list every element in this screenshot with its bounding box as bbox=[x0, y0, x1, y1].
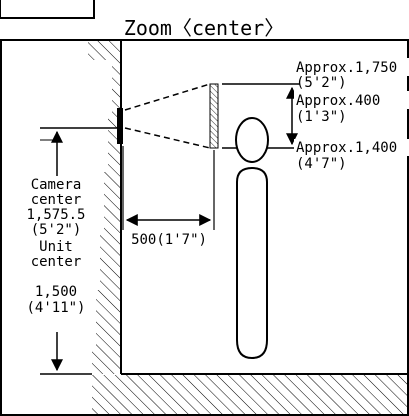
person-head bbox=[235, 117, 269, 163]
floor-hatching bbox=[92, 375, 408, 415]
camera-unit bbox=[117, 108, 123, 144]
label-distance: 500(1'7") bbox=[131, 232, 207, 248]
label-unit-center-imperial: (4'11") bbox=[26, 300, 85, 316]
title-tab bbox=[0, 0, 95, 19]
label-camera-center-imperial: (5'2") bbox=[31, 222, 82, 238]
label-unit-center-value: 1,500 bbox=[35, 284, 77, 300]
view-line-top bbox=[124, 83, 211, 111]
label-approx-400-imperial: (1'3") bbox=[296, 109, 347, 125]
target-plane bbox=[209, 83, 219, 149]
label-approx-1400-imperial: (4'7") bbox=[296, 156, 347, 172]
view-line-bottom bbox=[124, 127, 211, 149]
label-approx-400: Approx.400 bbox=[296, 93, 380, 109]
label-camera: Camera bbox=[31, 177, 82, 193]
label-camera-center: center bbox=[31, 192, 82, 208]
label-unit-center: center bbox=[31, 254, 82, 270]
label-approx-1400: Approx.1,400 bbox=[296, 140, 397, 156]
label-approx-1750-imperial: (5'2") bbox=[296, 75, 347, 91]
label-unit: Unit bbox=[39, 239, 73, 255]
wall-hatching bbox=[88, 40, 121, 374]
person-body bbox=[236, 166, 268, 360]
wall-face bbox=[88, 62, 104, 82]
label-camera-center-value: 1,575.5 bbox=[26, 207, 85, 223]
label-approx-1750: Approx.1,750 bbox=[296, 60, 397, 76]
diagram-title: Zoom〈center〉 bbox=[124, 16, 284, 40]
